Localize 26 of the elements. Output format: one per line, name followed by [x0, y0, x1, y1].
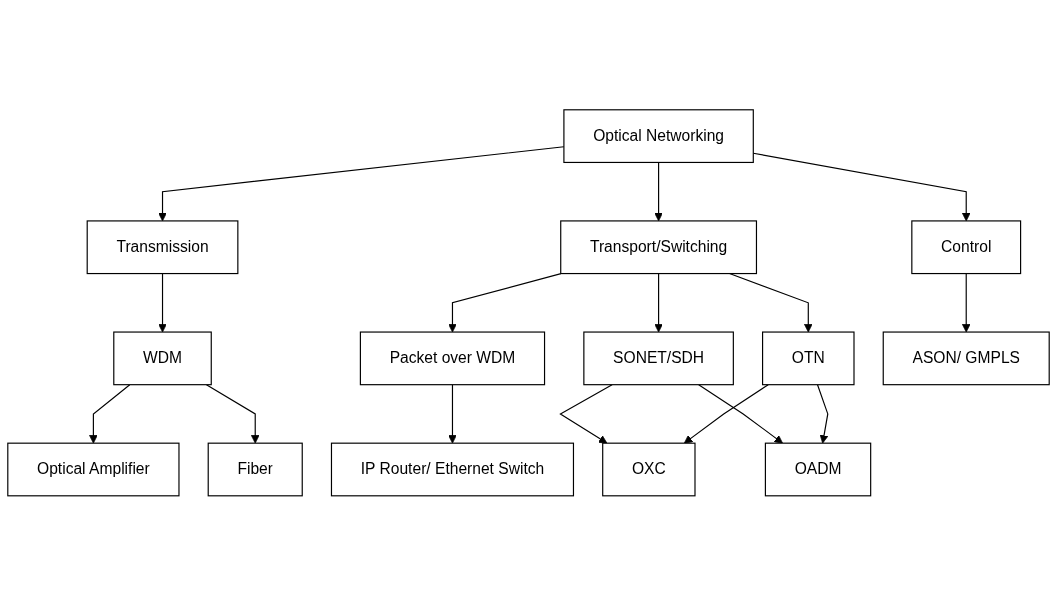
- arrow: [448, 273, 562, 333]
- node-box: ASON/ GMPLS: [882, 331, 1050, 386]
- arrow: [683, 384, 769, 444]
- node-box: Optical Amplifier: [7, 442, 180, 497]
- arrow: [158, 273, 167, 333]
- node-box: Transport/Switching: [560, 220, 758, 275]
- arrow: [654, 273, 663, 333]
- node-box: Control: [911, 220, 1022, 275]
- arrow: [448, 384, 457, 444]
- node-box: OXC: [602, 442, 696, 497]
- node-box: Fiber: [207, 442, 303, 497]
- node-box: OADM: [764, 442, 872, 497]
- node-box: Optical Networking: [563, 109, 754, 164]
- arrow: [698, 384, 783, 444]
- node-box: OTN: [762, 331, 855, 386]
- arrow: [89, 384, 131, 444]
- node-box: Transmission: [86, 220, 239, 275]
- arrow: [205, 384, 260, 444]
- node-box: SONET/SDH: [583, 331, 734, 386]
- node-box: IP Router/ Ethernet Switch: [330, 442, 575, 497]
- node-box: Packet over WDM: [359, 331, 546, 386]
- arrow: [961, 273, 971, 333]
- node-box: WDM: [113, 331, 212, 386]
- arrow: [559, 384, 613, 444]
- arrow: [654, 162, 663, 222]
- arrow: [816, 384, 829, 444]
